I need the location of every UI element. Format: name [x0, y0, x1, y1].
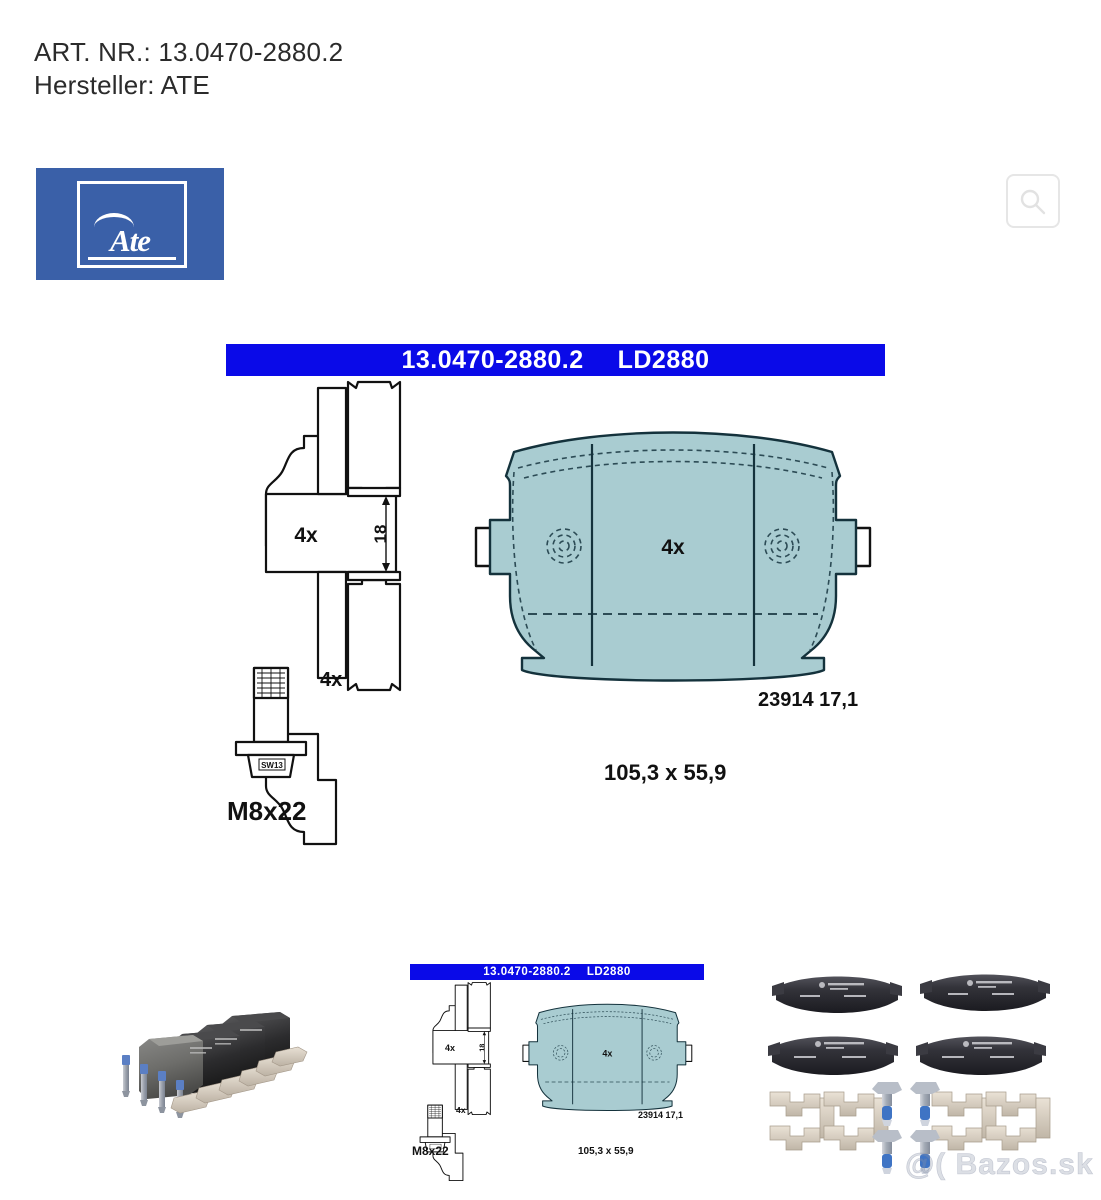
- thumbnail-product-photo-1[interactable]: [104, 992, 316, 1124]
- logo-wordmark: Ate: [109, 223, 151, 258]
- thumb-bolt-quantity-label: 4x: [456, 1105, 466, 1115]
- thumb-banner-part-number: 13.0470-2880.2: [483, 966, 571, 978]
- logo-swoosh-icon: [94, 213, 134, 230]
- pad-quantity-label: 4x: [661, 536, 685, 559]
- thumb-clip-quantity-label: 4x: [445, 1043, 455, 1053]
- logo-inner-frame: [77, 181, 187, 268]
- technical-diagram: 13.0470-2880.2 LD2880 4x 18: [226, 344, 885, 846]
- article-number-line: ART. NR.: 13.0470-2880.2: [34, 37, 344, 67]
- clip-quantity-label: 4x: [294, 524, 318, 547]
- thumb-brake-pad-drawing: 4x: [522, 1003, 693, 1112]
- logo-underbar: [88, 257, 176, 260]
- thumb-bolt-spec-label: M8x22: [412, 1144, 449, 1158]
- thumb-pad-wva-label: 23914 17,1: [638, 1110, 684, 1120]
- search-button[interactable]: [1006, 174, 1060, 228]
- brake-pad-drawing: 4x: [474, 431, 872, 682]
- clip-thickness-label: 18: [371, 525, 390, 544]
- page-header: ART. NR.: 13.0470-2880.2 Hersteller: ATE: [34, 36, 834, 102]
- thumb-clip-thickness-label: 18: [477, 1044, 486, 1052]
- pad-wva-label: 23914 17,1: [758, 689, 859, 711]
- ate-brand-logo: Ate: [36, 168, 224, 280]
- accessory-clip-drawing: 4x 18: [264, 380, 402, 846]
- thumb-diagram-canvas: 4x 18 4x: [419, 982, 693, 1182]
- thumb-pad-quantity-label: 4x: [602, 1048, 612, 1058]
- pad-dimensions-label: 105,3 x 55,9: [604, 760, 727, 785]
- pad-rivet-right: [764, 528, 800, 564]
- thumbnail-product-photo-2[interactable]: [762, 962, 1052, 1178]
- pad-rivet-left: [546, 528, 582, 564]
- bolt-drawing: SW13 4x: [234, 666, 342, 779]
- thumb-banner: 13.0470-2880.2 LD2880: [410, 964, 704, 980]
- thumb-banner-pad-code: LD2880: [586, 966, 631, 978]
- banner-part-number: 13.0470-2880.2: [401, 346, 584, 374]
- thumb-bolt-drawing: 4x: [419, 1104, 466, 1153]
- site-watermark: @( Bazos.sk: [905, 1148, 1094, 1182]
- banner-pad-code: LD2880: [617, 346, 710, 374]
- bolt-quantity-label: 4x: [320, 669, 342, 691]
- bolt-wrench-size-label: SW13: [261, 761, 283, 770]
- diagram-banner: 13.0470-2880.2 LD2880: [226, 344, 885, 376]
- search-icon: [1020, 189, 1046, 215]
- thumbnail-technical-drawing[interactable]: 13.0470-2880.2 LD2880 4x 18: [410, 964, 704, 1182]
- photo-pads-and-hardware: [768, 974, 1051, 1174]
- photo-pads-bolts-clips: [122, 1012, 308, 1118]
- thumb-accessory-clip-drawing: 4x 18: [432, 982, 491, 1182]
- thumb-pad-dimensions-label: 105,3 x 55,9: [578, 1146, 634, 1157]
- manufacturer-line: Hersteller: ATE: [34, 70, 210, 100]
- diagram-canvas: 4x 18: [234, 380, 872, 846]
- bolt-spec-label: M8x22: [227, 796, 307, 826]
